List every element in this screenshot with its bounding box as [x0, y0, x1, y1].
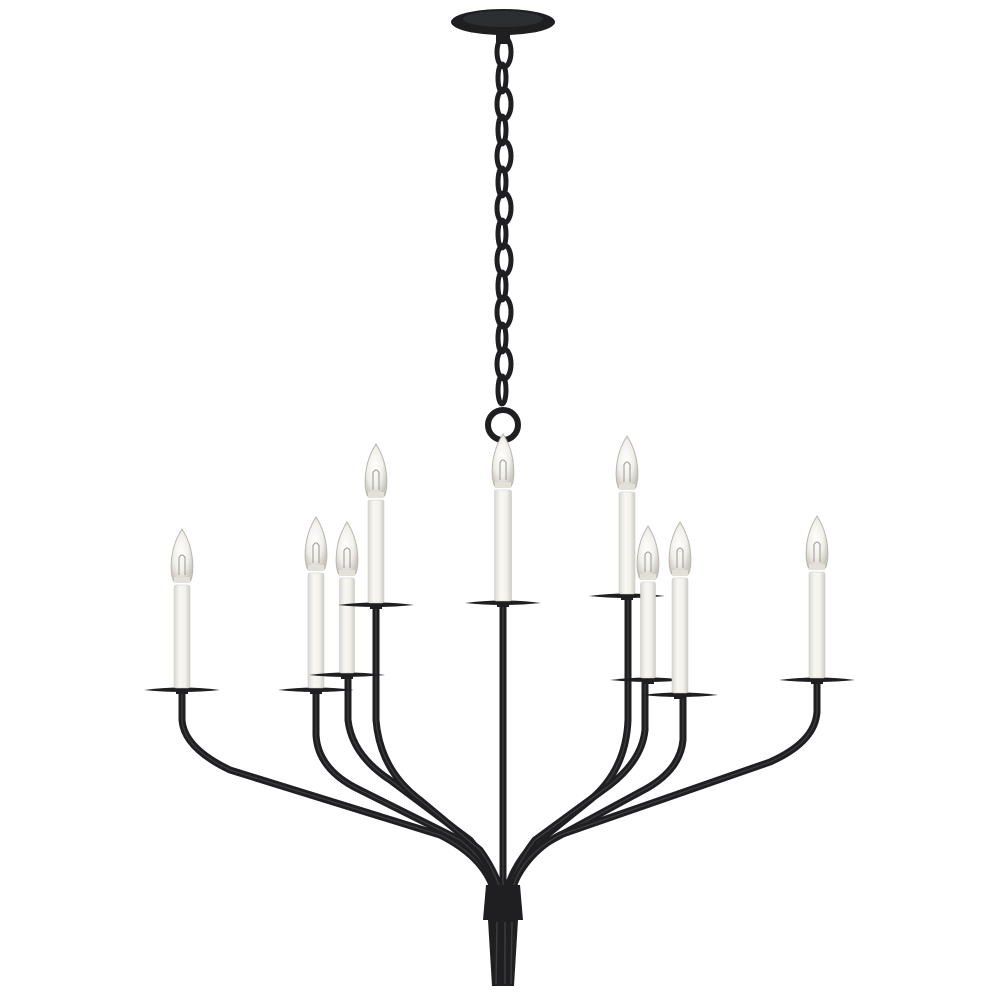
bulb-base	[174, 577, 190, 583]
bulb-filament	[178, 554, 186, 575]
candle-sleeve	[671, 577, 689, 694]
candle-sockets	[144, 433, 855, 699]
arm	[503, 676, 649, 904]
candle-sleeve	[173, 584, 191, 689]
bulb-filament	[499, 459, 507, 480]
bulb-filament	[644, 551, 652, 572]
cup-stem	[310, 686, 322, 694]
bulb-base	[809, 564, 825, 570]
candle-light	[465, 433, 541, 607]
bulb-base	[672, 570, 688, 576]
bulb-base	[339, 570, 355, 576]
base-collar	[483, 885, 523, 986]
bulb-base	[619, 484, 635, 490]
candle-sleeve	[494, 489, 512, 602]
candle-light	[144, 528, 220, 694]
arm-highlight	[181, 689, 497, 901]
bulb-base	[495, 482, 511, 488]
bulb-filament	[372, 469, 380, 490]
cup-stem	[811, 676, 823, 684]
bulb-filament	[312, 542, 320, 563]
candle-light	[610, 525, 686, 684]
candle-light	[779, 515, 855, 684]
bulb-filament	[813, 541, 821, 562]
chain-link	[495, 373, 509, 407]
arm-highlight	[506, 679, 646, 901]
cup-stem	[642, 676, 654, 684]
candle-light	[338, 443, 414, 609]
bulb-filament	[676, 547, 684, 568]
arm-highlight	[510, 679, 818, 901]
bulb-base	[640, 574, 656, 580]
arm	[507, 676, 821, 904]
cup-stem	[621, 592, 633, 600]
arm-highlight	[375, 604, 504, 901]
arm	[178, 686, 500, 904]
chandelier-arms	[178, 591, 821, 904]
cup-stem	[370, 601, 382, 609]
cup-stem	[674, 691, 686, 699]
cup-stem	[341, 671, 353, 679]
candle-sleeve	[307, 572, 325, 689]
candle-light	[642, 521, 718, 699]
cup-stem	[176, 686, 188, 694]
candle-sleeve	[640, 581, 656, 679]
cup-stem	[497, 599, 509, 607]
bulb-filament	[343, 547, 351, 568]
bulb-base	[308, 565, 324, 571]
candle-sleeve	[808, 571, 826, 679]
bulb-base	[368, 492, 384, 498]
candle-light	[309, 521, 385, 679]
candle-sleeve	[618, 491, 636, 595]
bulb-filament	[623, 461, 631, 482]
candle-sleeve	[339, 577, 355, 674]
candle-sleeve	[367, 499, 385, 604]
candle-light	[278, 516, 354, 694]
hanging-chain	[494, 34, 514, 407]
